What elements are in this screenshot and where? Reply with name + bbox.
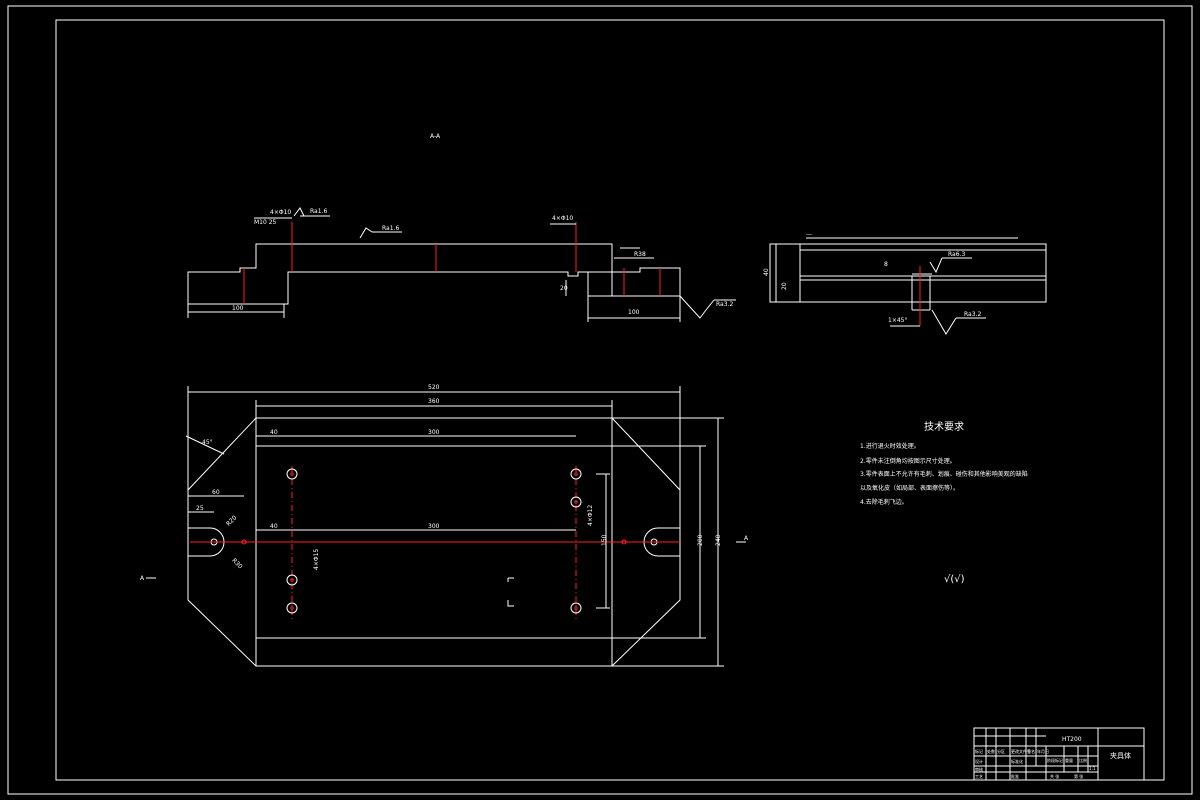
title-block: HT200 夹具体 标记 处数 分区 更改文件号 签名 年月日 设计 标准化 阶… xyxy=(973,727,1145,781)
dim-plan-radius: R20 xyxy=(225,514,238,527)
tb-cell-13: 工艺 xyxy=(975,774,983,779)
dim-top-side-left: M10 25 xyxy=(254,219,277,226)
roughness-top-1: Ra1.6 xyxy=(310,208,327,215)
roughness-symbol: √(√) xyxy=(944,574,965,585)
dim-side-top-mark: — xyxy=(806,231,812,238)
dim-plan-height-b: 240 xyxy=(715,534,722,546)
tb-cell-4: 更改文件号 xyxy=(1011,748,1031,754)
hole-mr xyxy=(570,496,582,508)
tb-cell-3: 分区 xyxy=(997,748,1005,754)
dim-plan-vertical-b: 4×Φ15 xyxy=(313,549,320,570)
roughness-side-1: Ra6.3 xyxy=(948,251,965,258)
tb-cell-11: 比例 xyxy=(1079,757,1087,763)
tb-cell-9: 阶段标记 xyxy=(1047,757,1063,763)
dim-plan-holes-top: 300 xyxy=(428,429,440,436)
dim-hole-left: 4×Φ10 xyxy=(270,209,291,216)
tech-item-2: 2.零件未注倒角均按图示尺寸处理。 xyxy=(860,457,956,465)
dim-side-chamfer: 1×45° xyxy=(888,317,907,324)
hole-tl xyxy=(286,468,298,480)
hole-tr xyxy=(570,468,582,480)
dim-plan-left-40b: 40 xyxy=(270,523,278,530)
dim-plan-holes-mid: 300 xyxy=(428,523,440,530)
plan-view: 520 360 40 300 40 300 60 25 45° R20 R30 … xyxy=(140,384,749,667)
roughness-side-2: Ra3.2 xyxy=(964,311,981,318)
dim-plan-left-40a: 40 xyxy=(270,429,278,436)
dim-side-small: 8 xyxy=(884,261,888,268)
tech-item-3: 3.零件表面上不允许有毛刺、划痕、碰伤和其他影响美观的缺陷 xyxy=(860,470,1028,478)
tb-cell-6: 年月日 xyxy=(1037,748,1049,754)
tb-cell-15: 共 张 xyxy=(1050,773,1059,779)
hole-bl xyxy=(286,602,298,614)
tb-cell-7: 设计 xyxy=(975,758,983,764)
section-marker-left: A xyxy=(140,575,145,582)
side-view: — 40 20 Ra6.3 Ra3.2 1×45° 8 xyxy=(763,231,1047,335)
sheet-border xyxy=(7,5,1193,795)
drawing-frame xyxy=(55,19,1165,781)
roughness-top-3: Ra3.2 xyxy=(716,301,733,308)
dim-plan-vertical-a: 4×Φ12 xyxy=(587,505,594,526)
tech-item-1: 1.进行退火时效处理。 xyxy=(860,442,920,450)
tech-title: 技术要求 xyxy=(924,420,964,433)
tb-cell-12: 审核 xyxy=(975,766,983,772)
dim-plan-radius-2: R30 xyxy=(230,557,243,570)
tb-cell-1: 标记 xyxy=(975,748,983,754)
dim-top-right-length: 100 xyxy=(628,309,640,316)
tb-cell-17: 1:1 xyxy=(1089,766,1096,771)
dim-plan-angle: 45° xyxy=(202,439,213,446)
section-view: 100 100 M10 25 4×Φ10 Ra1.6 Ra1.6 4×Φ10 R… xyxy=(187,207,736,322)
dim-plan-total: 520 xyxy=(428,384,440,391)
dim-plan-inner: 360 xyxy=(428,398,440,405)
dim-side-height-2: 20 xyxy=(781,282,788,290)
tb-cell-14: 批准 xyxy=(1011,773,1019,779)
dim-top-height: 20 xyxy=(560,285,568,292)
tb-cell-2: 处数 xyxy=(987,748,995,754)
dim-top-radius: R38 xyxy=(634,251,646,258)
tb-cell-16: 第 张 xyxy=(1074,773,1083,779)
tb-cell-8: 标准化 xyxy=(1011,758,1023,764)
tech-item-3b: 以及氧化皮（如局部、表面擦伤等）。 xyxy=(860,484,959,492)
dim-plan-right-mid: 150 xyxy=(601,534,608,546)
dim-plan-left-25: 25 xyxy=(196,505,204,512)
section-title: A-A xyxy=(430,133,441,140)
dim-side-height-1: 40 xyxy=(763,268,770,276)
tech-requirements: 技术要求 1.进行退火时效处理。 2.零件未注倒角均按图示尺寸处理。 3.零件表… xyxy=(860,420,1028,585)
roughness-top-2: Ra1.6 xyxy=(382,225,399,232)
title-part-name: 夹具体 xyxy=(1110,751,1131,760)
dim-hole-right: 4×Φ10 xyxy=(552,215,573,222)
tech-item-4: 4.去除毛刺飞边。 xyxy=(860,498,908,506)
dim-plan-height-a: 200 xyxy=(697,534,704,546)
hole-br xyxy=(570,602,582,614)
tb-cell-5: 签名 xyxy=(1027,748,1035,754)
tb-cell-10: 重量 xyxy=(1065,757,1073,763)
title-material: HT200 xyxy=(1062,736,1082,743)
hole-ml xyxy=(286,574,298,586)
dim-plan-left-60: 60 xyxy=(212,489,220,496)
dim-top-left-length: 100 xyxy=(232,305,244,312)
section-marker-right: A xyxy=(744,535,749,542)
